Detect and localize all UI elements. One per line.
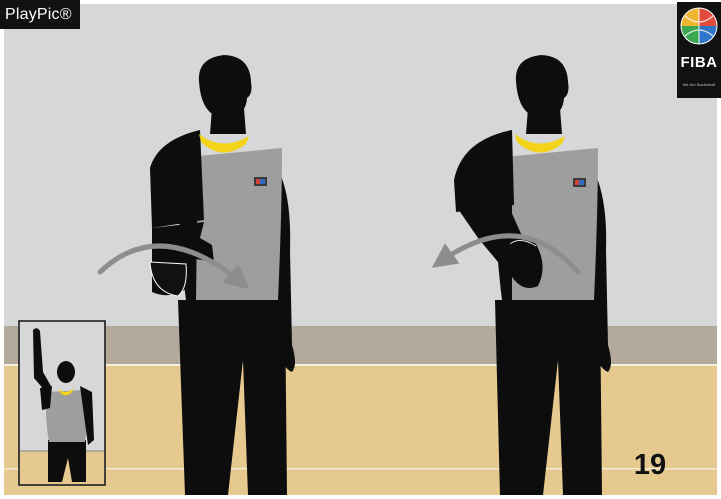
fiba-ball-logo-icon xyxy=(677,2,721,54)
playpic-brand: PlayPic® xyxy=(0,0,80,29)
court-floor xyxy=(4,364,717,495)
wall xyxy=(4,4,717,326)
inset-referee-thumbnail xyxy=(19,321,105,485)
fiba-tagline: We Are Basketball xyxy=(677,82,721,87)
page-number: 19 xyxy=(622,449,678,482)
fiba-wordmark: FIBA xyxy=(677,54,721,71)
